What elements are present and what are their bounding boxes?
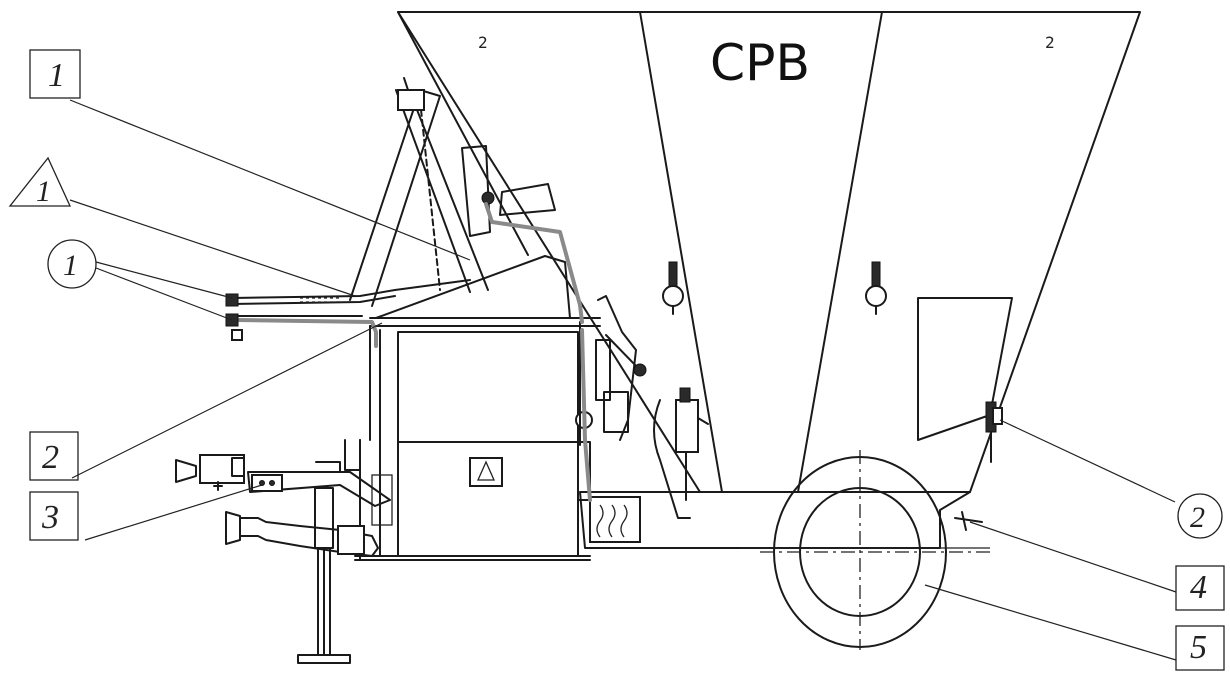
towbar [175, 454, 391, 507]
svg-text:3: 3 [41, 499, 59, 536]
hopper: 2 2 СРВ [397, 11, 1141, 493]
hopper-lug-left [662, 261, 684, 315]
hydraulic-lines [234, 202, 592, 502]
svg-text:2: 2 [1190, 501, 1205, 534]
svg-text:4: 4 [1190, 569, 1207, 606]
callout-1-circle: 1 [47, 239, 97, 289]
svg-text:1: 1 [48, 57, 65, 94]
callout-3-rect: 3 [29, 491, 79, 541]
hopper-lug-right [865, 261, 887, 315]
svg-text:1: 1 [36, 175, 51, 208]
callout-4-rect: 4 [1175, 565, 1225, 611]
callout-2-rect: 2 [29, 431, 79, 481]
gearbox-housing [344, 329, 593, 561]
control-lever [595, 295, 647, 441]
top-platform [369, 255, 601, 446]
brand-label: СРВ [710, 34, 810, 92]
callout-2-circle: 2 [1177, 493, 1223, 539]
svg-text:5: 5 [1190, 629, 1207, 666]
jack-stand [297, 487, 351, 664]
pto-shaft [225, 511, 379, 557]
callout-5-rect: 5 [1175, 625, 1225, 671]
svg-text:2: 2 [42, 439, 59, 476]
callout-1-rect: 1 [29, 49, 81, 99]
wheel-valve [954, 511, 983, 531]
leader-lines [69, 99, 1177, 661]
wheel [760, 450, 990, 650]
svg-text:1: 1 [63, 249, 78, 282]
hopper-cylinder [985, 401, 1003, 463]
callout-1-triangle: 1 [8, 156, 72, 208]
hydraulic-cylinder [653, 387, 709, 519]
chassis-frame [579, 491, 990, 549]
hopper-mark-left: 2 [478, 33, 488, 52]
discharge-boom [349, 77, 556, 307]
hopper-mark-right: 2 [1045, 33, 1055, 52]
hose-couplings [225, 279, 471, 341]
